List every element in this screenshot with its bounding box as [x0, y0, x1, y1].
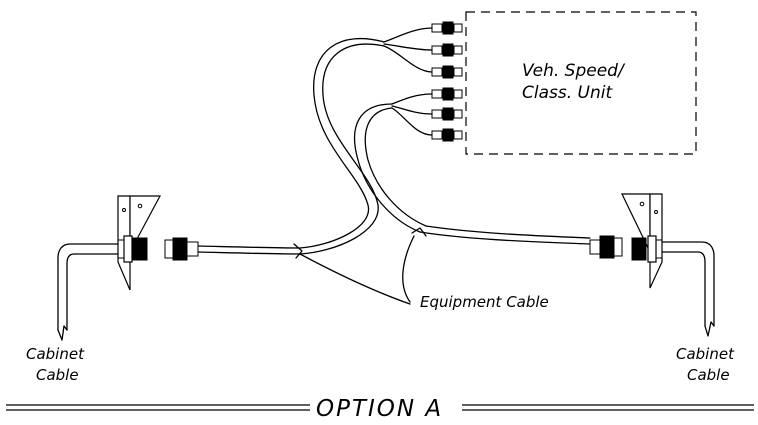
lower-fanout-wires — [391, 93, 433, 136]
upper-fanout-wires — [383, 27, 433, 73]
equipment-cable-leaders — [299, 235, 415, 305]
cabinet-right-label-line1: Cabinet — [676, 345, 735, 363]
upper-cable-bundle — [299, 37, 385, 255]
unit-label-line1: Veh. Speed/ — [522, 61, 626, 81]
lower-cable-bundle — [353, 103, 427, 233]
right-cable-connector — [589, 235, 623, 259]
left-cabinet-cable — [57, 243, 119, 341]
option-title-rule-left — [6, 404, 310, 411]
left-cable-connector — [164, 237, 199, 261]
right-panel-connector — [631, 235, 663, 263]
unit-connector-4 — [431, 87, 463, 101]
unit-connectors — [431, 21, 463, 142]
option-title-rule-right — [462, 404, 754, 411]
unit-connector-2 — [431, 43, 463, 57]
cabinet-right-label-line2: Cable — [687, 366, 730, 384]
left-main-cable — [197, 243, 303, 259]
unit-connector-1 — [431, 21, 463, 35]
right-cabinet-cable — [661, 241, 715, 337]
equipment-cable-label: Equipment Cable — [420, 293, 549, 311]
unit-connector-3 — [431, 65, 463, 79]
unit-connector-6 — [431, 128, 463, 142]
unit-box — [465, 11, 697, 155]
unit-connector-5 — [431, 107, 463, 121]
cabinet-left-label-line2: Cable — [36, 366, 79, 384]
left-panel-connector — [117, 235, 148, 263]
unit-label-line2: Class. Unit — [522, 83, 613, 103]
right-main-cable — [411, 225, 591, 245]
cabinet-left-label-line1: Cabinet — [26, 345, 85, 363]
option-title: OPTION A — [316, 396, 443, 422]
